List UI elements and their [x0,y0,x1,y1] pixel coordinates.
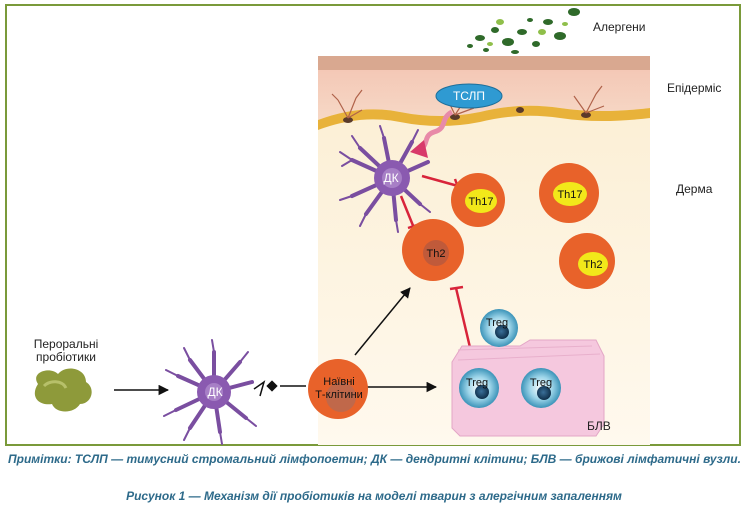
allergens-label: Алергени [593,20,645,34]
naive-t-cell [308,359,368,419]
th17-a-label: Th17 [468,196,493,208]
treg-cell-b [459,368,499,408]
treg-cell-a [480,309,518,347]
th2-a-label: Th2 [427,248,446,260]
th2-cell-a [402,219,464,281]
epidermal-cells [343,107,591,123]
naive-label-line2: Т-клітини [315,389,363,401]
mechanism-diagram: Алергени Епідерміс Дерма ТСЛП ДК Th17 [34,8,721,445]
tslp-molecule [435,83,503,109]
th17-b-label: Th17 [557,189,582,201]
th2-b-label: Th2 [584,259,603,271]
figure-caption: Рисунок 1 — Механізм дії пробіотиків на … [126,489,622,503]
th17-cell-a [451,173,505,227]
probiotics-label-line1: Пероральні [34,337,99,351]
dendritic-cell-top [339,125,431,233]
dc-bottom-label: ДК [207,385,222,399]
treg-cell-c [521,368,561,408]
th17-cell-b [539,163,599,223]
treg-b-label: Treg [466,377,488,389]
dendritic-cell-bottom [163,339,257,445]
treg-c-label: Treg [530,377,552,389]
probiotics-label-line2: пробіотики [36,350,96,364]
probiotic-bacteria [34,368,92,412]
dc-tcell-synapse [253,380,306,397]
naive-label-line1: Наївні [323,376,354,388]
dermis-label: Дерма [676,182,713,196]
epidermis-label: Епідерміс [667,81,721,95]
flow-arrows [114,287,438,396]
tslp-label: ТСЛП [453,89,485,103]
treg-a-label: Treg [486,317,508,329]
allergen-particles [467,8,580,54]
mln-label: БЛВ [587,419,611,433]
figure-note: Примітки: ТСЛП — тимусний стромальний лі… [8,452,741,466]
dc-top-label: ДК [383,171,398,185]
tslp-signal-arrow [410,109,454,158]
th2-cell-b [559,233,615,289]
